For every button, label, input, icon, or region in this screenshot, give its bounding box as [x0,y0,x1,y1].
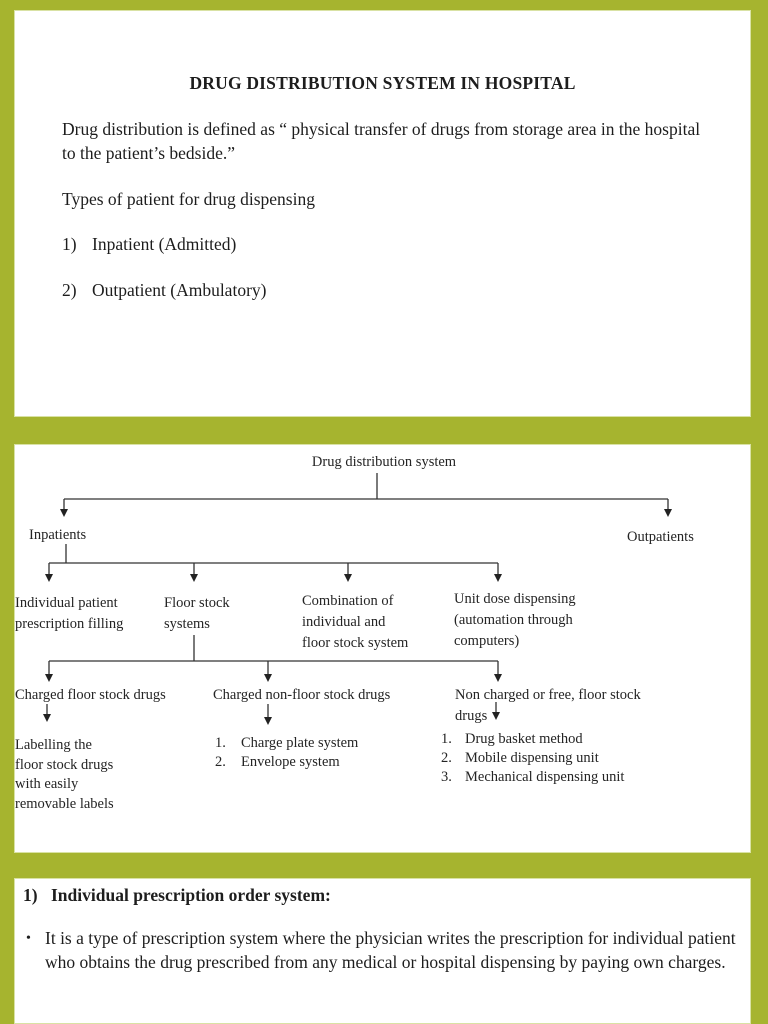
list-item: 1. Drug basket method [441,730,624,749]
item-label: Charge plate system [241,735,359,751]
rx-bullet-item: • It is a type of prescription system wh… [26,927,742,974]
diagram-branch-charged-floor: Charged floor stock drugs [15,687,166,703]
diagram-system-individual-filling: Individual patient prescription filling [15,595,124,632]
item-number: 1) [62,234,77,254]
diagram-system-combination: Combination of individual and floor stoc… [302,593,409,651]
slide-definition-panel: DRUG DISTRIBUTION SYSTEM IN HOSPITAL Dru… [14,10,751,417]
diagram-labelling-note: Labelling the floor stock drugs with eas… [15,737,114,812]
diagram-root-label: Drug distribution system [311,454,457,470]
heading-number: 1) [23,885,38,905]
charged-non-floor-method-list: 1. Charge plate system 2. Envelope syste… [215,734,358,772]
item-label: Mechanical dispensing unit [465,769,625,785]
item-number: 1. [441,731,452,747]
bullet-icon: • [26,931,31,946]
diagram-connectors [43,473,672,725]
definition-text: Drug distribution is defined as “ physic… [62,119,701,163]
item-number: 3. [441,769,452,785]
rx-heading: 1) Individual prescription order system: [23,885,331,906]
slide-individual-rx-panel: 1) Individual prescription order system:… [14,878,751,1024]
item-number: 2. [441,750,452,766]
item-label: Mobile dispensing unit [465,750,599,766]
patient-type-item: 1) Inpatient (Admitted) [62,234,236,255]
heading-label: Individual prescription order system: [51,885,331,905]
diagram-inpatients-label: Inpatients [29,527,87,543]
item-label: Outpatient (Ambulatory) [92,280,267,300]
item-number: 2. [215,754,226,770]
list-item: 2. Envelope system [215,753,358,772]
diagram-branch-non-charged: Non charged or free, floor stock drugs [455,687,641,724]
item-label: Drug basket method [465,731,583,747]
diagram-system-floor-stock: Floor stock systems [164,595,230,632]
diagram-system-unit-dose: Unit dose dispensing (automation through… [454,591,576,649]
item-number: 2) [62,280,77,300]
list-item: 1. Charge plate system [215,734,358,753]
slide-title: DRUG DISTRIBUTION SYSTEM IN HOSPITAL [189,73,576,93]
rx-bullet-text: It is a type of prescription system wher… [45,928,736,972]
item-label: Envelope system [241,754,340,770]
item-number: 1. [215,735,226,751]
non-charged-method-list: 1. Drug basket method 2. Mobile dispensi… [441,730,624,787]
types-heading: Types of patient for drug dispensing [62,189,315,209]
list-item: 2. Mobile dispensing unit [441,749,624,768]
list-item: 3. Mechanical dispensing unit [441,768,624,787]
patient-type-item: 2) Outpatient (Ambulatory) [62,280,266,301]
item-label: Inpatient (Admitted) [92,234,237,254]
slide-diagram-panel: Drug distribution system Inpatients Outp… [14,444,751,853]
diagram-outpatients-label: Outpatients [627,529,694,545]
diagram-branch-charged-non-floor: Charged non-floor stock drugs [213,687,391,703]
